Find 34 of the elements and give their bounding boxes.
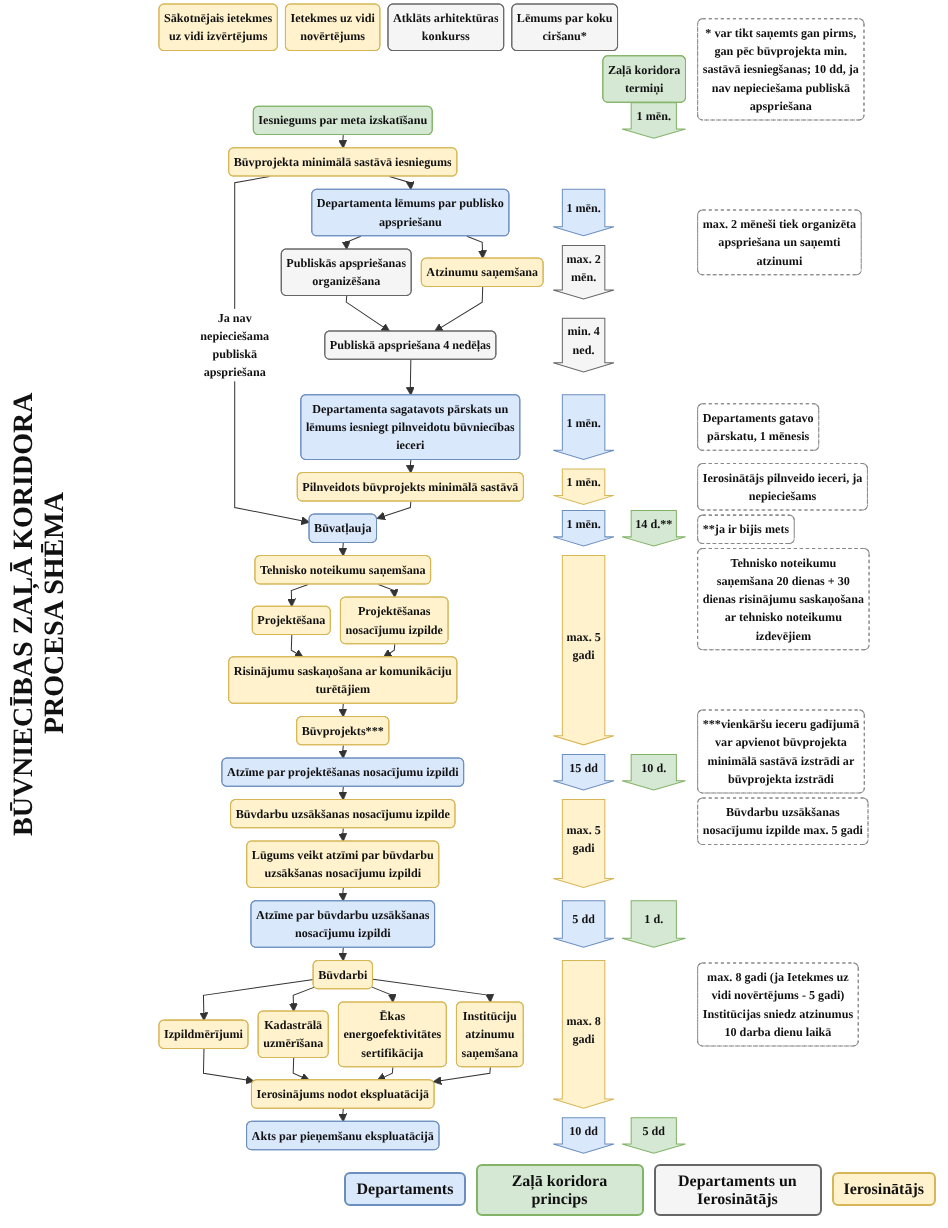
arrow	[466, 235, 487, 259]
arrow	[292, 1057, 310, 1082]
arrow	[338, 887, 348, 902]
arrow	[289, 986, 316, 1012]
legend-key: Zaļā koridora princips	[475, 1163, 644, 1216]
arrow	[377, 583, 399, 598]
arrow	[371, 986, 397, 1003]
arrow	[338, 827, 348, 842]
arrow	[376, 500, 412, 521]
arrow	[338, 134, 348, 149]
legend-key: Departaments un Ierosinātājs	[653, 1163, 822, 1216]
arrow	[338, 947, 348, 962]
arrow	[338, 1108, 348, 1123]
arrow	[338, 786, 348, 801]
arrow	[383, 643, 396, 658]
arrow	[434, 286, 484, 332]
legend-key: Departaments	[344, 1172, 466, 1207]
arrow	[202, 1048, 255, 1085]
arrow	[341, 235, 362, 250]
arrow	[338, 744, 348, 759]
arrow	[287, 583, 309, 608]
arrow	[338, 703, 348, 718]
arrow	[388, 176, 415, 191]
arrow	[345, 295, 391, 332]
legend-key: Ierosinātājs	[831, 1172, 936, 1207]
arrow	[376, 1066, 394, 1081]
diagram-title: BŪVNIECĪBAS ZAĻĀ KORIDORA PROCESA SHĒMA	[9, 390, 71, 840]
arrow	[338, 542, 348, 557]
arrow	[290, 634, 304, 658]
arrow	[405, 359, 415, 396]
arrow	[199, 979, 315, 1022]
arrow	[432, 1066, 491, 1086]
arrow	[405, 459, 415, 474]
arrow	[372, 978, 495, 1003]
